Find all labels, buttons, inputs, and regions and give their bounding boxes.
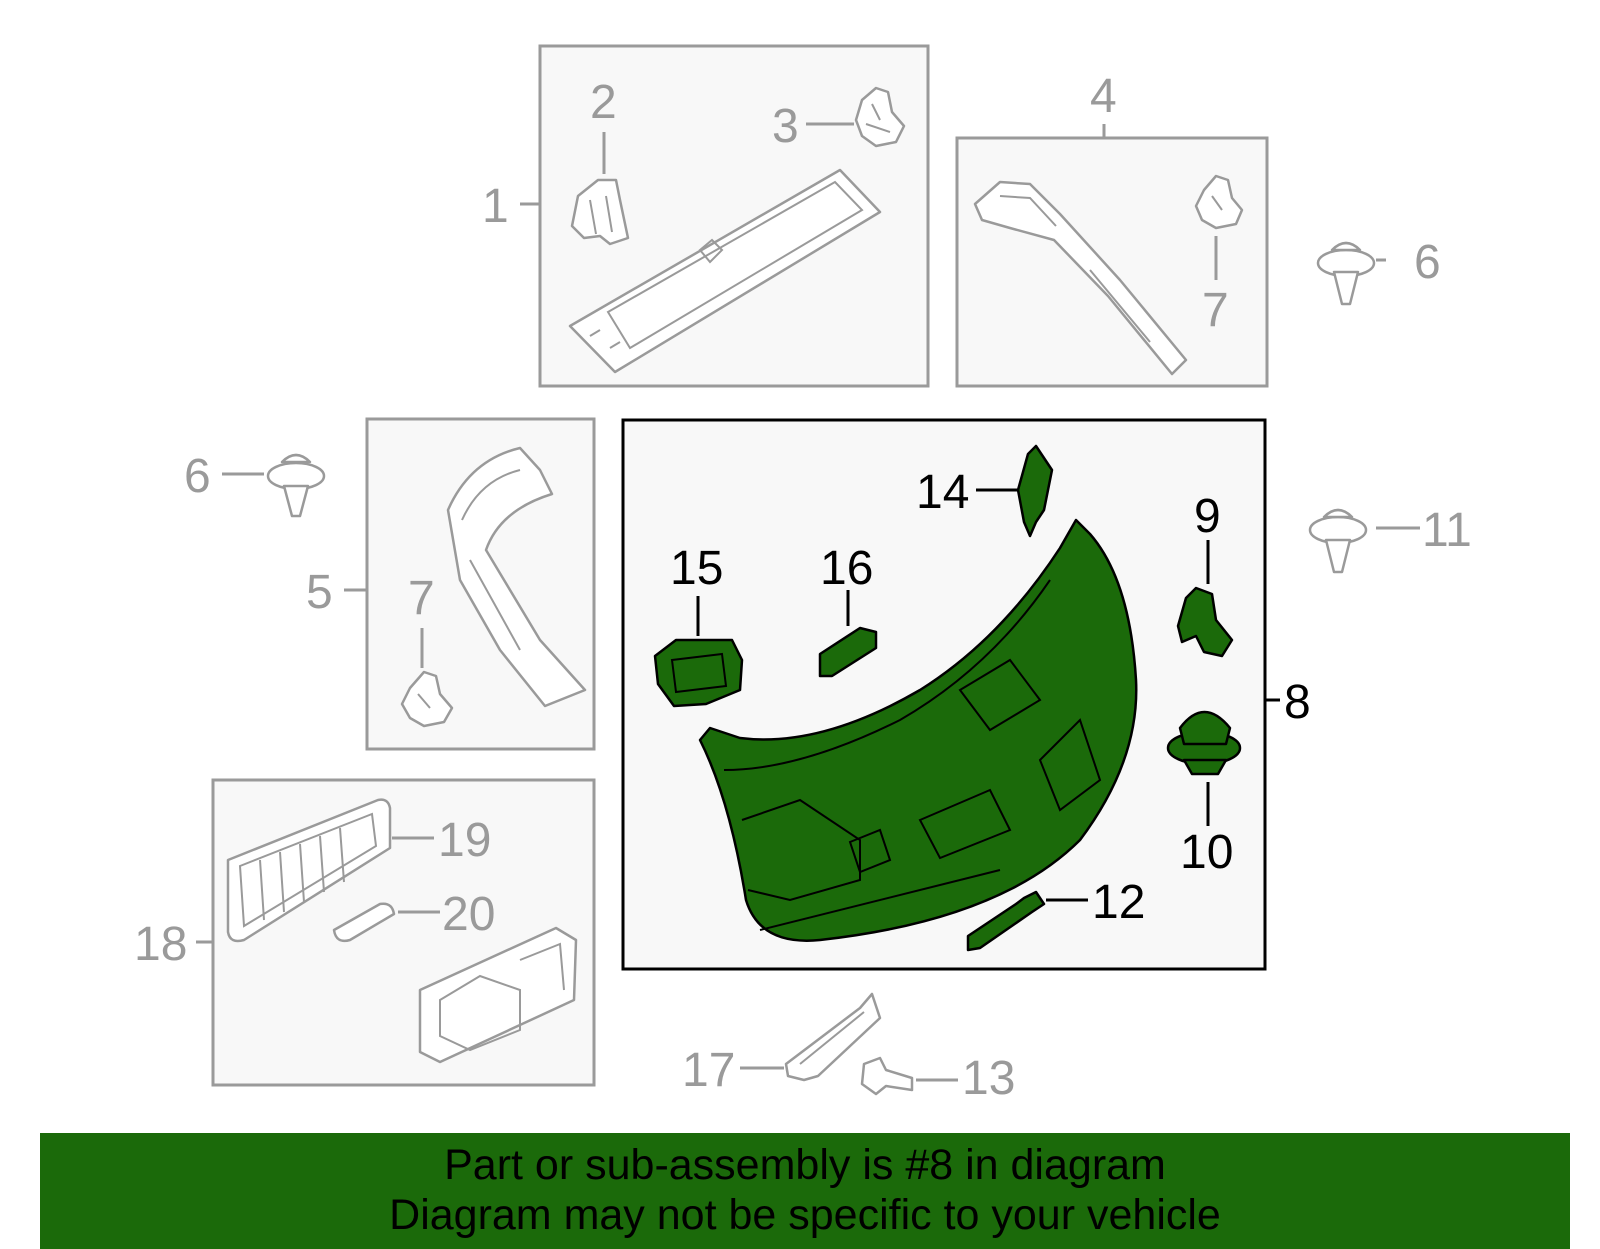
callout-17: 17 <box>682 1044 735 1097</box>
part-6-push-pin-right[interactable] <box>1316 241 1376 306</box>
part-3-clip[interactable] <box>854 86 906 148</box>
callout-19: 19 <box>438 814 491 867</box>
callout-4: 4 <box>1090 70 1117 123</box>
notice-banner: Part or sub-assembly is #8 in diagram Di… <box>40 1133 1570 1249</box>
part-5-pillar-trim[interactable] <box>446 446 587 708</box>
callout-2: 2 <box>590 76 617 129</box>
callout-7-lower: 7 <box>408 572 435 625</box>
part-16-handle-bracket[interactable] <box>818 626 878 678</box>
callout-1: 1 <box>482 180 509 233</box>
callout-5: 5 <box>306 566 333 619</box>
group-box-4 <box>955 136 1269 388</box>
callout-13: 13 <box>962 1052 1015 1105</box>
callout-12: 12 <box>1092 876 1145 929</box>
callout-9: 9 <box>1194 490 1221 543</box>
banner-line-1: Part or sub-assembly is #8 in diagram <box>444 1141 1166 1189</box>
part-10-grommet[interactable] <box>1166 710 1242 776</box>
part-17-bracket[interactable] <box>784 992 882 1082</box>
part-19-lamp-lens[interactable] <box>226 798 392 943</box>
part-1-trim-panel[interactable] <box>568 168 882 374</box>
part-15-switch-bracket[interactable] <box>653 638 744 708</box>
part-14-bracket[interactable] <box>1016 444 1054 538</box>
callout-6-right: 6 <box>1414 236 1441 289</box>
part-4-pillar-trim[interactable] <box>973 180 1188 376</box>
callout-8: 8 <box>1284 676 1311 729</box>
part-20-bulb[interactable] <box>332 902 396 943</box>
part-8-liftgate-trim[interactable] <box>698 518 1138 942</box>
callout-10: 10 <box>1180 826 1233 879</box>
callout-7-upper: 7 <box>1202 284 1229 337</box>
banner-line-2: Diagram may not be specific to your vehi… <box>389 1191 1221 1239</box>
callout-14: 14 <box>916 466 969 519</box>
part-7-clip-upper[interactable] <box>1194 174 1244 230</box>
callout-11: 11 <box>1422 504 1472 557</box>
part-9-clip[interactable] <box>1176 586 1234 658</box>
part-11-push-pin[interactable] <box>1308 508 1368 574</box>
part-7-clip-lower[interactable] <box>400 670 454 728</box>
callout-6-left: 6 <box>184 450 211 503</box>
callout-20: 20 <box>442 888 495 941</box>
callout-18: 18 <box>134 918 187 971</box>
part-13-bolt[interactable] <box>860 1056 914 1096</box>
callout-16: 16 <box>820 542 873 595</box>
part-18-lamp-housing[interactable] <box>418 926 578 1064</box>
group-box-18 <box>211 778 596 1087</box>
part-12-stay[interactable] <box>966 890 1046 952</box>
callout-3: 3 <box>772 100 799 153</box>
part-2-clip[interactable] <box>570 178 630 246</box>
part-6-push-pin-left[interactable] <box>266 453 326 518</box>
callout-15: 15 <box>670 542 723 595</box>
